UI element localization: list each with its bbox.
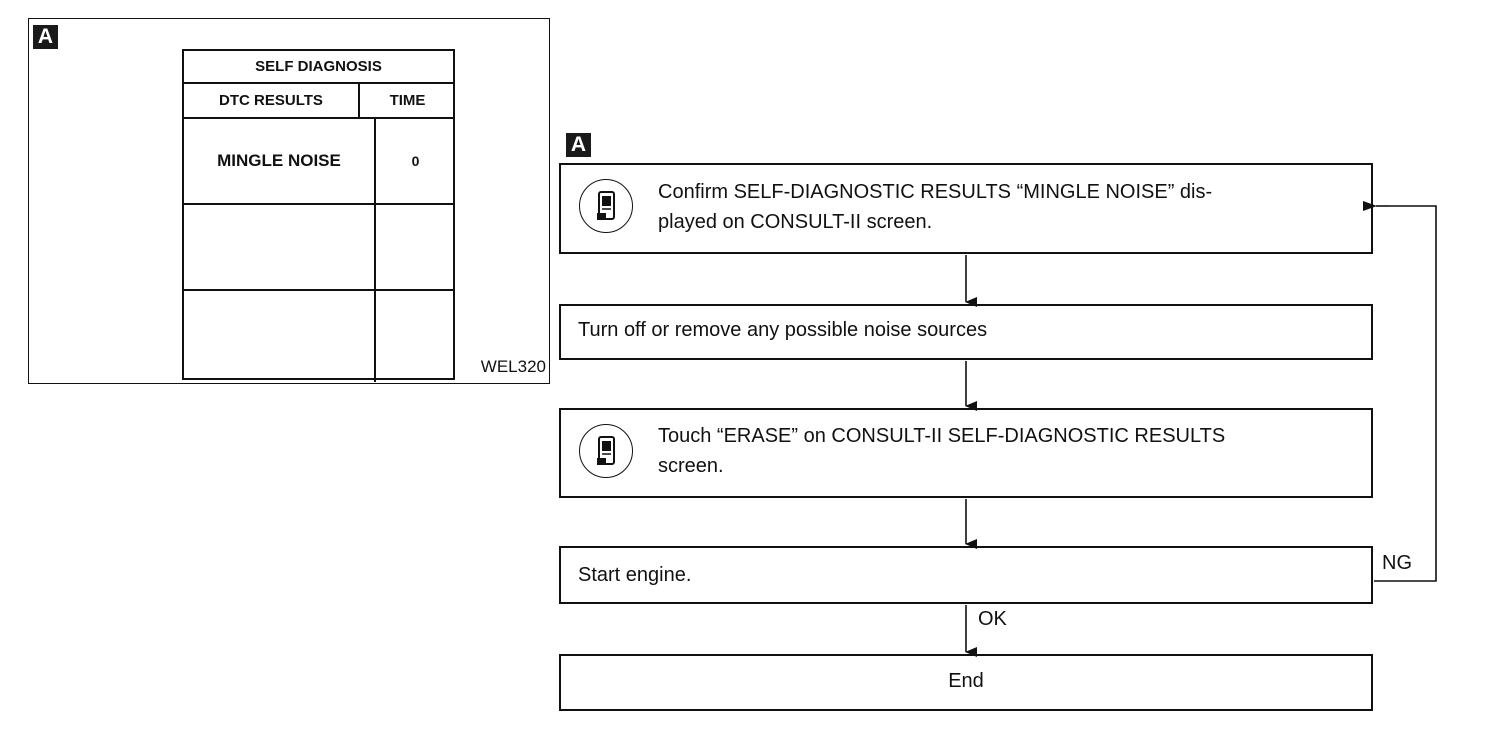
- flow-step-erase: Touch “ERASE” on CONSULT-II SELF-DIAGNOS…: [559, 408, 1373, 498]
- step-text-line: End: [948, 670, 984, 692]
- step-text-line: played on CONSULT-II screen.: [658, 211, 933, 233]
- column-header-dtc-results: DTC RESULTS: [219, 92, 323, 109]
- consult-tester-icon: [579, 179, 633, 233]
- flow-step-confirm-results: Confirm SELF-DIAGNOSTIC RESULTS “MINGLE …: [559, 163, 1373, 254]
- step-text-line: screen.: [658, 455, 724, 477]
- table-title: SELF DIAGNOSIS: [255, 58, 382, 75]
- flow-step-start-engine: Start engine.: [559, 546, 1373, 604]
- table-row-result: MINGLE NOISE: [217, 151, 341, 170]
- table-divider: [184, 203, 453, 205]
- step-text-line: Touch “ERASE” on CONSULT-II SELF-DIAGNOS…: [658, 425, 1226, 447]
- column-header-time: TIME: [389, 92, 426, 109]
- table-divider: [374, 117, 376, 382]
- flowchart-badge: A: [566, 133, 591, 157]
- table-divider: [184, 117, 453, 119]
- step-text-line: Start engine.: [578, 564, 692, 586]
- consult-tester-icon: [579, 424, 633, 478]
- consult-screen-figure: A SELF DIAGNOSIS DTC RESULTS TIME MINGLE…: [28, 18, 550, 384]
- table-divider: [358, 82, 360, 118]
- step-text-line: Confirm SELF-DIAGNOSTIC RESULTS “MINGLE …: [658, 181, 1213, 203]
- figure-code: WEL320: [480, 357, 546, 376]
- table-divider: [184, 82, 453, 84]
- figure-badge: A: [33, 25, 58, 49]
- self-diagnosis-table: SELF DIAGNOSIS DTC RESULTS TIME MINGLE N…: [182, 49, 455, 382]
- flow-arrow-ng-loop: [1363, 201, 1437, 582]
- ok-label: OK: [978, 608, 1007, 630]
- step-text-line: Turn off or remove any possible noise so…: [578, 319, 988, 341]
- ng-label: NG: [1382, 552, 1412, 574]
- table-divider: [184, 289, 453, 291]
- table-row-time: 0: [411, 153, 420, 169]
